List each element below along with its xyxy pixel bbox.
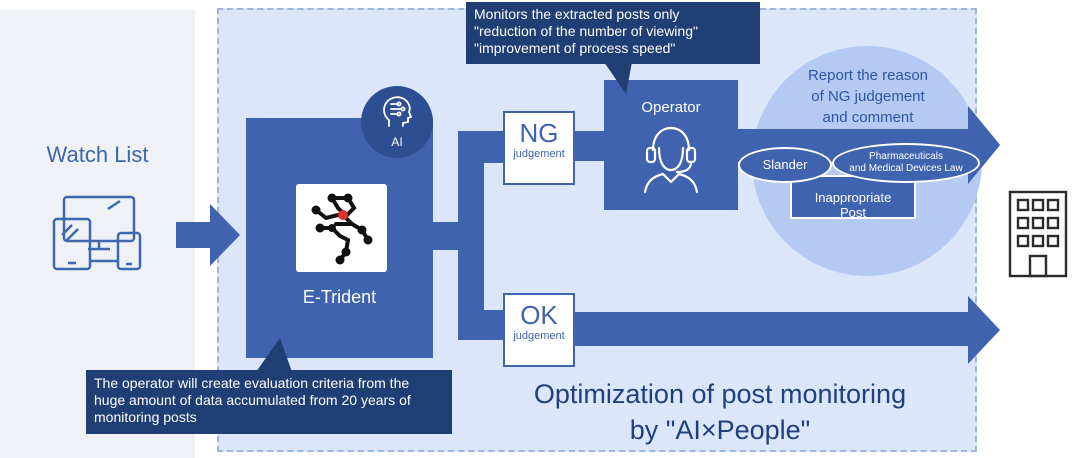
ok-judgement-label: judgement	[513, 330, 565, 342]
ai-label: AI	[391, 135, 403, 149]
office-building-icon	[1008, 190, 1068, 278]
callout-line: huge amount of data accumulated from 20 …	[94, 392, 411, 408]
ai-head-icon	[383, 96, 413, 127]
pharma-line1: Pharmaceuticals	[869, 151, 943, 162]
pharma-line2: and Medical Devices Law	[849, 163, 963, 174]
criteria-callout: The operator will create evaluation crit…	[86, 370, 452, 434]
pharma-law-bubble: Pharmaceuticals and Medical Devices Law	[832, 143, 980, 183]
ng-label: NG	[519, 118, 559, 148]
e-trident-label: E-Trident	[302, 287, 377, 307]
operator-label: Operator	[641, 99, 701, 116]
callout-line: Monitors the extracted posts only	[474, 6, 680, 22]
operator-box	[604, 80, 738, 210]
report-line: of NG judgement	[811, 88, 925, 105]
criteria-callout-pointer	[256, 338, 292, 372]
callout-line: The operator will create evaluation crit…	[94, 375, 410, 391]
inappropriate-line1: Inappropriate	[814, 190, 892, 205]
devices-icon	[52, 195, 142, 271]
callout-line: "improvement of process speed"	[474, 40, 676, 56]
ok-judgement-box: OK judgement	[503, 293, 575, 367]
operator-callout-pointer	[604, 62, 632, 94]
input-arrow	[176, 204, 240, 266]
inappropriate-line2: Post	[839, 205, 866, 220]
slander-label: Slander	[762, 157, 808, 172]
callout-line: monitoring posts	[94, 409, 197, 425]
ok-label: OK	[520, 300, 558, 330]
slander-bubble: Slander	[738, 147, 832, 183]
report-line: and comment	[822, 109, 914, 126]
report-text: Report the reason of NG judgement and co…	[770, 65, 966, 128]
operator-callout: Monitors the extracted posts only "reduc…	[466, 2, 760, 64]
summary-line1: Optimization of post monitoring	[533, 379, 907, 409]
e-trident-logo	[296, 184, 387, 272]
ng-judgement-box: NG judgement	[503, 111, 575, 185]
report-line: Report the reason	[807, 67, 929, 84]
callout-line: "reduction of the number of viewing"	[474, 23, 698, 39]
operator-headset-icon	[643, 126, 699, 194]
summary-line2: by "AI×People"	[629, 415, 811, 445]
ng-judgement-label: judgement	[513, 148, 565, 160]
watch-list-title: Watch List	[46, 142, 149, 167]
